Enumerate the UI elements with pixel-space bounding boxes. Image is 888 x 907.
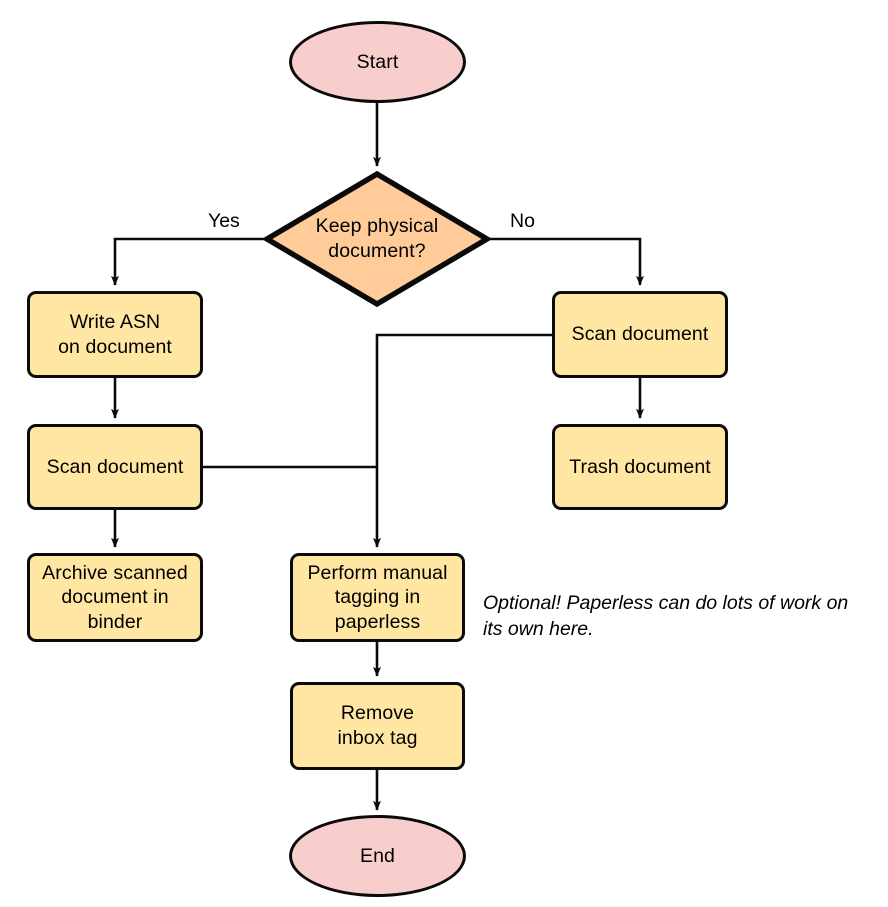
- node-archive-scanned-document[interactable]: Archive scanned document in binder: [27, 553, 203, 642]
- node-scan-document-left[interactable]: Scan document: [27, 424, 203, 510]
- node-remove-inbox-tag[interactable]: Remove inbox tag: [290, 682, 465, 770]
- node-scan-document-right-label: Scan document: [571, 323, 709, 346]
- node-decision-label-line1: Keep physical: [315, 215, 439, 238]
- node-trash-document[interactable]: Trash document: [552, 424, 728, 510]
- node-remove-tag-label-line1: Remove: [340, 702, 415, 725]
- node-decision-keep-physical-document[interactable]: Keep physical document?: [264, 171, 490, 307]
- node-tagging-label: Perform manual tagging in paperless: [307, 561, 447, 635]
- node-decision-label: Keep physical document?: [293, 214, 460, 263]
- node-end-label: End: [360, 844, 395, 867]
- node-perform-manual-tagging[interactable]: Perform manual tagging in paperless: [290, 553, 465, 642]
- node-write-asn-label: Write ASN on document: [58, 310, 172, 359]
- edge-scan-right-to-tagging: [373, 333, 552, 548]
- node-trash-document-label: Trash document: [569, 455, 711, 478]
- edge-decision-yes-to-write-asn: [111, 237, 264, 286]
- node-start[interactable]: Start: [289, 21, 466, 103]
- note-optional-paperless: Optional! Paperless can do lots of work …: [483, 590, 883, 643]
- note-optional-line2: its own here.: [483, 618, 594, 641]
- node-end[interactable]: End: [289, 815, 466, 897]
- node-remove-tag-label: Remove inbox tag: [337, 701, 417, 750]
- node-archive-label-line2: document in: [61, 586, 169, 609]
- node-archive-label-line1: Archive scanned: [42, 561, 188, 584]
- edge-decision-no-to-scan-right: [490, 237, 644, 286]
- node-remove-tag-label-line2: inbox tag: [337, 727, 418, 749]
- node-scan-document-left-label: Scan document: [46, 455, 184, 478]
- node-tagging-label-line1: Perform manual: [307, 561, 448, 584]
- node-tagging-label-line3: paperless: [334, 610, 421, 633]
- node-archive-label: Archive scanned document in binder: [42, 561, 188, 635]
- node-tagging-label-line2: tagging in: [334, 586, 421, 609]
- node-decision-label-line2: document?: [328, 240, 426, 262]
- node-scan-document-right[interactable]: Scan document: [552, 291, 728, 378]
- note-optional-line1: Optional! Paperless can do lots of work …: [483, 592, 849, 614]
- edge-label-no: No: [510, 210, 535, 232]
- diamond-shape: [264, 171, 490, 307]
- node-write-asn-label-line1: Write ASN: [69, 310, 161, 333]
- node-write-asn-label-line2: on document: [58, 335, 172, 358]
- node-write-asn-on-document[interactable]: Write ASN on document: [27, 291, 203, 378]
- node-start-label: Start: [356, 50, 399, 73]
- node-archive-label-line3: binder: [87, 610, 143, 633]
- edge-label-yes: Yes: [208, 210, 240, 232]
